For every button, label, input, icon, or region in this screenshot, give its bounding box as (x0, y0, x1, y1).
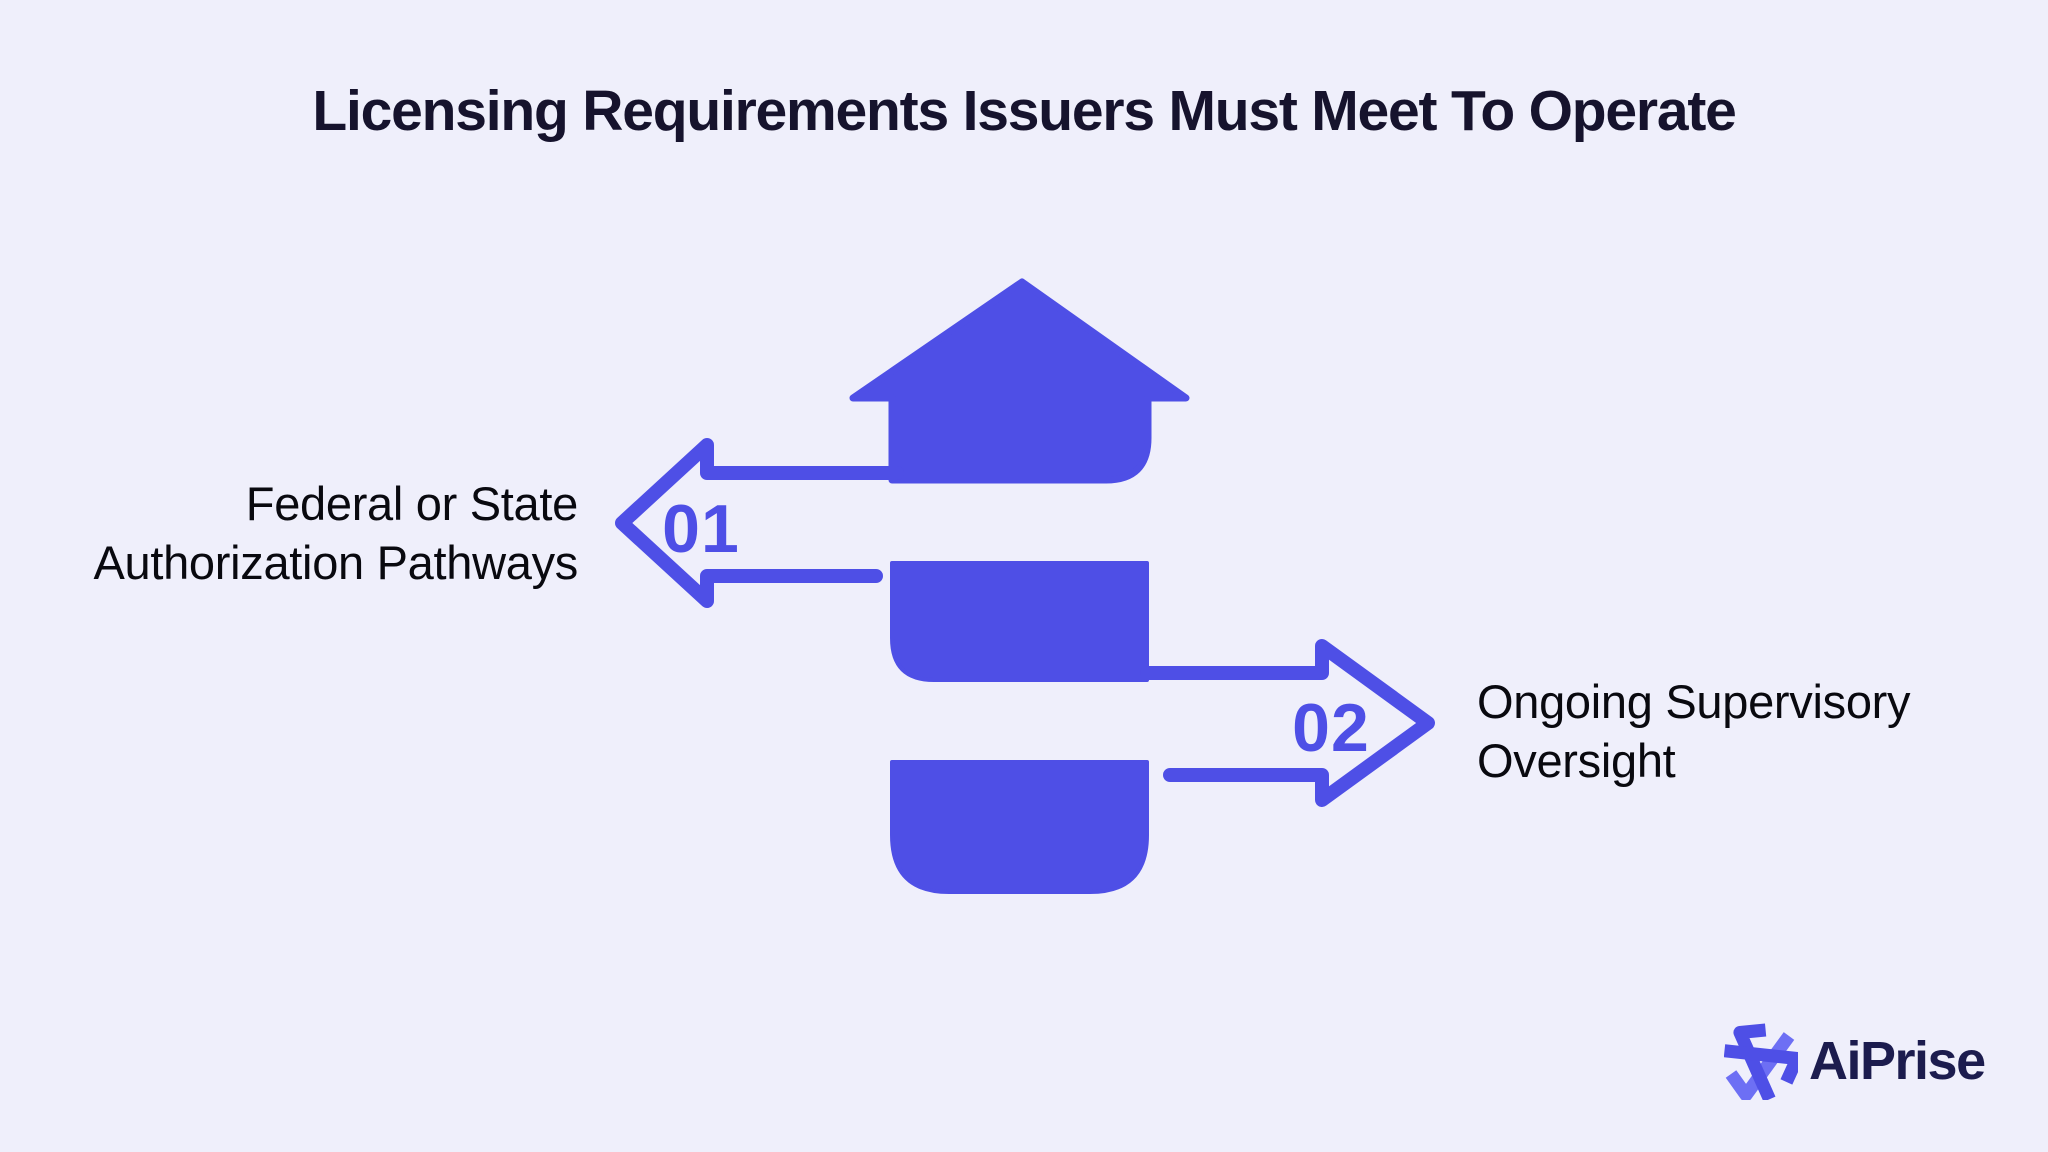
step-01-label: Federal or State Authorization Pathways (93, 474, 578, 592)
step-02-number: 02 (1292, 690, 1370, 766)
central-arrow-head-segment (849, 278, 1190, 484)
aiprise-logo-icon (1724, 1023, 1798, 1100)
step-02-label-line1: Ongoing Supervisory (1477, 675, 1911, 728)
brand-logo: AiPrise (1724, 1022, 1986, 1100)
brand-name: AiPrise (1809, 1031, 1986, 1091)
step-02-label: Ongoing Supervisory Oversight (1477, 672, 1911, 790)
central-arrow-bottom-segment (890, 760, 1149, 894)
left-step-arrow-outline (615, 438, 904, 608)
step-01-number: 01 (662, 491, 740, 567)
step-02-label-line2: Oversight (1477, 734, 1676, 787)
step-01-label-line1: Federal or State (245, 477, 579, 530)
central-arrow-middle-segment (890, 561, 1149, 682)
right-step-arrow-outline (1140, 639, 1435, 807)
step-01-label-line2: Authorization Pathways (93, 536, 578, 589)
page-title: Licensing Requirements Issuers Must Meet… (312, 79, 1736, 143)
